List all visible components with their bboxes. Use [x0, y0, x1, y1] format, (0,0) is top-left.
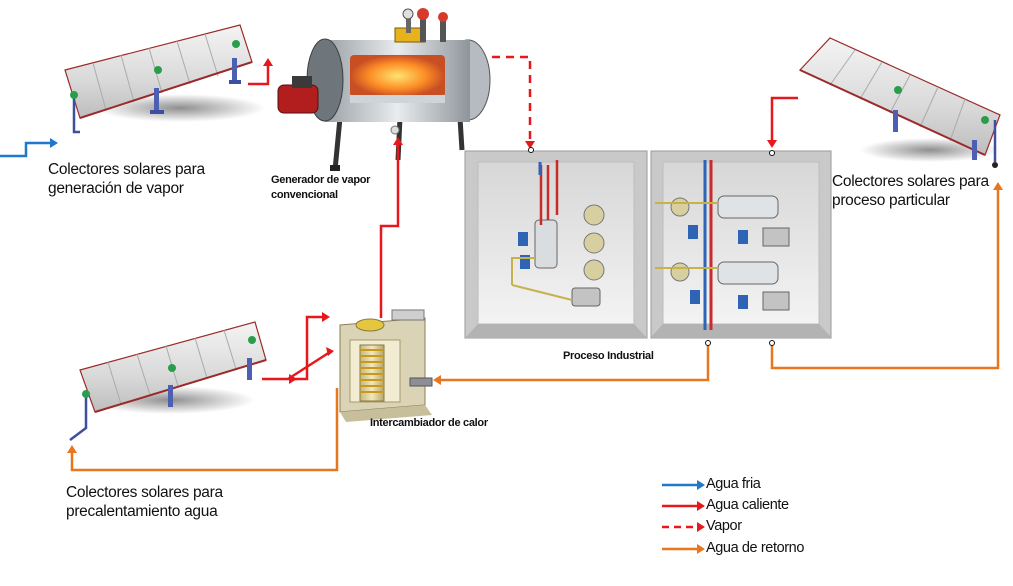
legend-label-steam: Vapor — [706, 518, 742, 534]
legend-swatch-return-water — [662, 544, 705, 554]
label-collectors-process: Colectores solares para proceso particul… — [832, 173, 989, 209]
pipe-hot-water-process-collectors — [770, 96, 798, 140]
pipe-return-exchanger-to-preheat — [70, 388, 339, 472]
label-boiler: Generador de vapor convencional — [271, 174, 371, 201]
pipe-hot-water-preheat-to-exchanger — [262, 315, 322, 381]
pipe-return-process-to-collectors — [770, 190, 1000, 370]
label-collectors-preheat: Colectores solares para precalentamiento… — [66, 484, 223, 520]
label-collectors-steam: Colectores solares para generación de va… — [48, 161, 205, 197]
label-heat-exchanger: Intercambiador de calor — [370, 417, 488, 429]
legend-swatch-hot-water — [662, 501, 705, 511]
heat-exchanger — [339, 309, 433, 422]
solar-collectors-steam — [64, 24, 265, 134]
legend-swatch-steam — [662, 522, 705, 532]
pipe-hot-water-exchanger-to-boiler — [379, 145, 400, 318]
pipe-return-process-to-exchanger — [440, 343, 710, 382]
legend-label-hot-water: Agua caliente — [706, 497, 789, 513]
legend-item-cold-water: Agua fria — [662, 476, 862, 496]
legend-item-steam: Vapor — [662, 518, 862, 538]
legend-label-return-water: Agua de retorno — [706, 540, 804, 556]
pipe-steam-boiler-to-process — [492, 55, 532, 141]
steam-boiler — [277, 8, 491, 171]
legend-swatch-cold-water — [662, 480, 705, 490]
pipe-hot-water-collectors-to-boiler — [248, 66, 270, 86]
pipe-cold-water-inlet — [0, 141, 50, 158]
legend-label-cold-water: Agua fria — [706, 476, 761, 492]
solar-collectors-process — [798, 37, 1001, 168]
legend-item-return-water: Agua de retorno — [662, 540, 862, 560]
solar-collectors-preheat — [69, 321, 267, 441]
arrow-cold-water-inlet — [50, 138, 58, 148]
label-process: Proceso Industrial — [563, 350, 654, 362]
industrial-process-rooms — [464, 150, 832, 339]
legend-item-hot-water: Agua caliente — [662, 497, 862, 517]
